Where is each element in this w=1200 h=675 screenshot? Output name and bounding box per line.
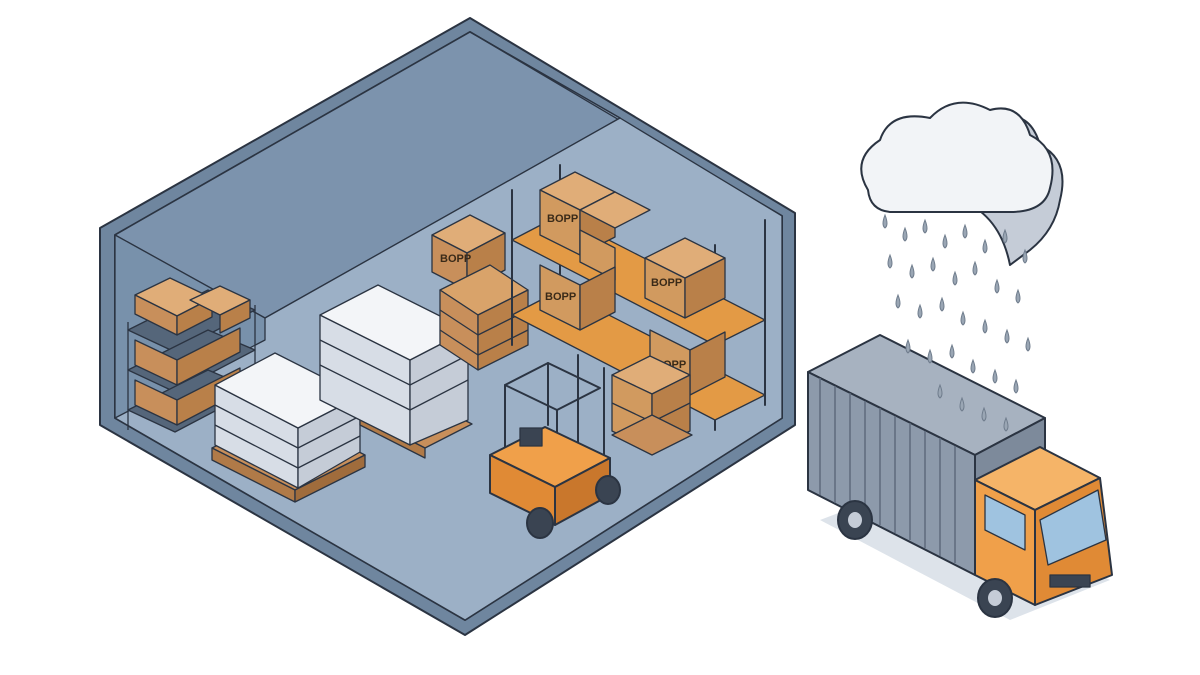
forklift-seat — [519, 427, 543, 447]
box-label: BOPP — [547, 213, 578, 225]
truck-icon — [807, 334, 1113, 620]
left-boxes — [134, 277, 251, 426]
rain-cloud-icon — [860, 101, 1064, 266]
left-shelf-rack — [127, 277, 256, 433]
rain-drops — [882, 213, 1031, 432]
shelf-rack-icon: BOPP BOPP BOPP BOPP — [511, 164, 766, 431]
white-bag-pallet-back — [319, 284, 473, 459]
box-label: BOPP — [440, 253, 471, 265]
truck-grille — [1049, 574, 1091, 588]
back-box-stack: BOPP — [431, 214, 506, 291]
box-label: BOPP — [651, 277, 682, 289]
container-ribs — [819, 378, 956, 563]
white-bag-pallet-front — [211, 352, 366, 503]
box-label: BOPP — [545, 291, 576, 303]
forklift-icon — [489, 354, 693, 539]
sack-pile — [439, 264, 529, 371]
